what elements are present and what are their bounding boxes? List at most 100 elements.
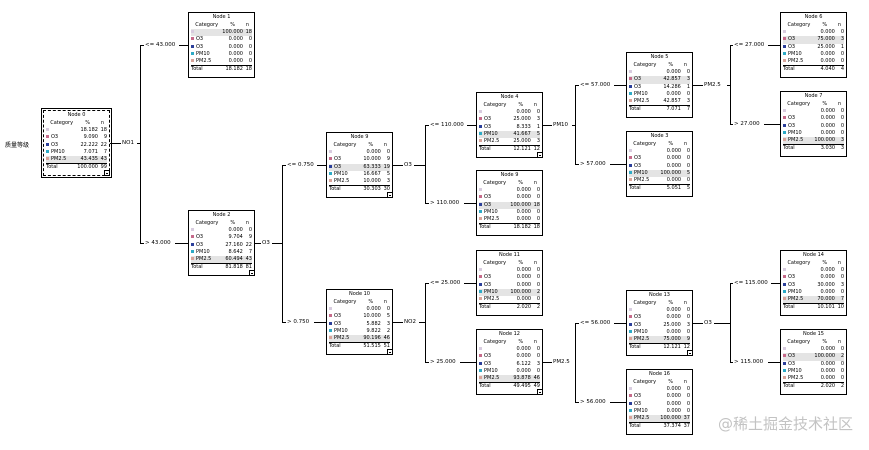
header-count: n — [383, 299, 387, 305]
collapse-toggle[interactable] — [249, 270, 255, 276]
category-name: O3 — [484, 281, 492, 288]
total-count: 10 — [834, 303, 844, 312]
collapse-toggle[interactable] — [537, 152, 543, 158]
split-variable-label: NO2 — [404, 319, 416, 325]
total-label: Total — [629, 343, 661, 352]
branch-condition-label: > 57.000 — [580, 161, 606, 167]
header-percent: % — [85, 120, 91, 126]
total-label: Total — [783, 144, 815, 153]
count-cell: 0 — [686, 393, 690, 400]
category-cell: O3 — [783, 123, 814, 130]
connector-line — [282, 322, 286, 323]
node-header-row: Category%n — [783, 101, 844, 108]
category-swatch — [479, 139, 482, 143]
percent-cell: 42.857 — [660, 76, 681, 84]
total-count: 51 — [380, 342, 390, 351]
category-name: O3 — [484, 353, 492, 360]
header-percent: % — [230, 22, 236, 28]
header-count: n — [683, 300, 687, 306]
category-swatch — [629, 149, 632, 153]
branch-condition-label: > 27.000 — [734, 121, 760, 127]
category-name: O3 — [484, 274, 492, 281]
count-cell: 9 — [680, 336, 690, 344]
category-cell: PM2.5 — [479, 296, 510, 304]
split-variable-label: PM2.5 — [704, 82, 721, 88]
category-name: PM2.5 — [634, 336, 650, 343]
category-name: PM10 — [634, 407, 648, 414]
count-cell: 0 — [840, 367, 844, 374]
total-count: 12 — [680, 343, 690, 352]
category-cell: O3 — [329, 156, 361, 163]
node-title: Node 6 — [804, 14, 823, 20]
total-percent: 7.071 — [660, 105, 681, 114]
connector-line — [613, 323, 626, 324]
category-name: PM10 — [334, 327, 348, 334]
collapse-toggle[interactable] — [687, 350, 693, 356]
category-name: PM2.5 — [196, 58, 212, 65]
category-name: PM2.5 — [788, 137, 804, 144]
connector-line — [764, 124, 780, 125]
count-cell: 0 — [536, 267, 540, 274]
percent-cell: 0.000 — [516, 208, 531, 215]
category-cell: O3 — [479, 353, 511, 360]
category-cell: PM10 — [329, 171, 361, 178]
total-percent: 3.030 — [814, 144, 836, 153]
category-swatch — [783, 37, 786, 41]
count-cell: 22 — [100, 141, 107, 148]
count-cell: 0 — [248, 43, 252, 50]
percent-cell: 0.000 — [820, 267, 835, 274]
branch-condition-label: <= 43.000 — [145, 42, 176, 48]
category-cell: PM2.5 — [629, 98, 661, 106]
percent-cell: 0.000 — [820, 50, 835, 57]
category-swatch — [479, 268, 482, 272]
connector-line — [425, 362, 429, 363]
category-cell: O3 — [479, 194, 510, 201]
percent-cell: 0.000 — [366, 306, 381, 313]
connector-line — [714, 323, 730, 324]
collapse-toggle[interactable] — [104, 170, 110, 176]
collapse-toggle[interactable] — [387, 349, 393, 355]
node-title: Node 12 — [498, 331, 520, 337]
branch-condition-label: > 25.000 — [430, 359, 456, 365]
count-cell: 0 — [840, 274, 844, 281]
category-cell — [783, 108, 814, 115]
count-cell: 18 — [242, 29, 252, 37]
node-header-row: Category%n — [783, 260, 844, 267]
category-swatch — [629, 178, 632, 182]
total-label: Total — [783, 303, 815, 312]
branch-condition-label: > 110.000 — [430, 200, 460, 206]
category-swatch — [191, 242, 194, 246]
collapse-toggle[interactable] — [387, 192, 393, 198]
count-cell: 46 — [380, 335, 390, 343]
total-percent: 18.182 — [222, 65, 243, 74]
total-label: Total — [783, 382, 815, 391]
category-swatch — [329, 150, 332, 154]
category-name: O3 — [634, 393, 642, 400]
total-count: 2 — [835, 382, 844, 391]
collapse-toggle[interactable] — [537, 389, 543, 395]
connector-line — [575, 85, 576, 165]
percent-cell: 0.000 — [228, 36, 243, 43]
header-count: n — [683, 141, 688, 147]
count-cell: 43 — [97, 156, 107, 164]
